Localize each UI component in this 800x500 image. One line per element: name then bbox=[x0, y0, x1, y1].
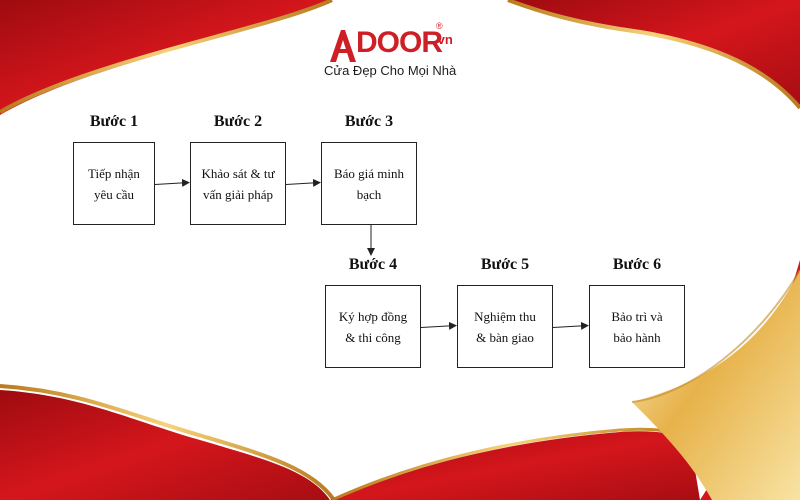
logo-slogan: Cửa Đẹp Cho Mọi Nhà bbox=[324, 63, 457, 78]
step-5-text-line-2: & bàn giao bbox=[476, 329, 534, 345]
logo-a-mark-icon bbox=[330, 30, 356, 62]
step-2-box: Khảo sát & tư vấn giải pháp bbox=[190, 142, 286, 225]
ribbon-top-right bbox=[510, 0, 800, 105]
gold-trim-top-right bbox=[507, 0, 800, 110]
registered-mark: ® bbox=[436, 21, 443, 31]
arrow-step-5-to-6 bbox=[552, 321, 589, 330]
step-6-text-line-1: Bảo trì và bbox=[611, 308, 663, 324]
page-curl-shadow bbox=[631, 269, 800, 403]
step-2-text-line-2: vấn giải pháp bbox=[202, 186, 274, 202]
step-4-box: Ký hợp đồng & thi công bbox=[325, 285, 421, 368]
step-5-label: Bước 5 bbox=[480, 256, 530, 273]
step-3-label: Bước 3 bbox=[344, 113, 394, 130]
gold-trim-top-left bbox=[0, 0, 333, 114]
step-4-label: Bước 4 bbox=[348, 256, 398, 273]
gold-trim-bottom-left bbox=[0, 384, 336, 500]
step-1-label: Bước 1 bbox=[89, 113, 139, 130]
step-3-box: Báo giá minh bạch bbox=[321, 142, 417, 225]
arrow-step-4-to-5 bbox=[420, 321, 457, 330]
step-6-label: Bước 6 bbox=[612, 256, 662, 273]
step-1-text-line-2: yêu cầu bbox=[93, 186, 135, 202]
page-curl bbox=[632, 270, 800, 500]
step-5-text-line-1: Nghiệm thu bbox=[474, 308, 536, 324]
logo-domain-suffix: .vn bbox=[434, 32, 453, 47]
arrow-step-2-to-3 bbox=[285, 178, 321, 187]
step-5-box: Nghiệm thu & bàn giao bbox=[457, 285, 553, 368]
step-3-text-line-1: Báo giá minh bbox=[333, 165, 405, 181]
adoor-logo: DOOR ® .vn Cửa Đẹp Cho Mọi Nhà bbox=[318, 20, 468, 82]
ribbon-bottom-middle bbox=[330, 431, 700, 500]
step-2-label: Bước 2 bbox=[213, 113, 263, 130]
step-2-text-line-1: Khảo sát & tư bbox=[201, 165, 275, 181]
step-4-text-line-1: Ký hợp đồng bbox=[338, 308, 408, 324]
step-6-text-line-2: bảo hành bbox=[613, 329, 661, 345]
arrow-step-1-to-2 bbox=[154, 178, 190, 187]
step-4-text-line-2: & thi công bbox=[345, 329, 401, 345]
step-3-text-line-2: bạch bbox=[356, 186, 382, 202]
step-6-box: Bảo trì và bảo hành bbox=[589, 285, 685, 368]
step-1-box: Tiếp nhận yêu cầu bbox=[73, 142, 155, 225]
logo-wordmark: DOOR bbox=[356, 26, 443, 59]
step-1-text-line-1: Tiếp nhận bbox=[88, 165, 140, 181]
ribbon-bottom-left bbox=[0, 390, 330, 500]
